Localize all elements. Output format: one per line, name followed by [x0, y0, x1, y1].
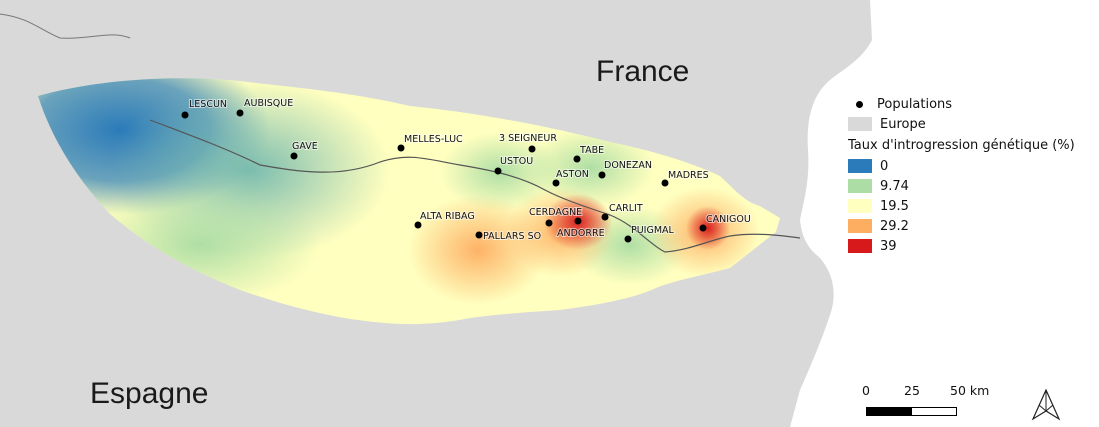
population-label-carlit: CARLIT [609, 203, 643, 214]
legend-class-2: 19.5 [848, 196, 1096, 216]
legend-swatch-1 [848, 179, 872, 193]
population-andorre[interactable]: ANDORRE [556, 217, 606, 240]
population-canigou[interactable]: CANIGOU [699, 213, 752, 232]
population-cerdagne[interactable]: CERDAGNE [528, 206, 583, 227]
population-aubisque[interactable]: AUBISQUE [236, 97, 294, 117]
legend-class-1: 9.74 [848, 176, 1096, 196]
population-label-melles-luc: MELLES-LUC [404, 134, 463, 145]
europe-swatch [848, 117, 872, 131]
population-label-donezan: DONEZAN [604, 160, 652, 171]
map-legend: Populations Europe Taux d'introgression … [848, 94, 1096, 256]
scale-tick-50: 50 km [950, 383, 990, 398]
legend-europe-label: Europe [880, 116, 926, 132]
population-alta-ribag[interactable]: ALTA RIBAG [414, 210, 476, 229]
population-melles-luc[interactable]: MELLES-LUC [397, 133, 464, 152]
population-label-pallars-so: PALLARS SO [483, 231, 541, 242]
population-label-ustou: USTOU [500, 156, 533, 167]
population-label-madres: MADRES [668, 170, 709, 181]
legend-europe: Europe [848, 114, 1096, 134]
population-carlit[interactable]: CARLIT [601, 202, 644, 221]
legend-swatch-0 [848, 159, 872, 173]
population-label-3-seigneur: 3 SEIGNEUR [499, 133, 557, 144]
legend-swatch-3 [848, 219, 872, 233]
scale-segment-dark [866, 407, 912, 416]
coastline [0, 13, 131, 39]
legend-gradient-title: Taux d'introgression génétique (%) [848, 137, 1075, 153]
legend-class-4: 39 [848, 236, 1096, 256]
legend-class-label-0: 0 [880, 158, 889, 174]
legend-populations-label: Populations [877, 96, 953, 112]
scale-tick-0: 0 [862, 383, 870, 398]
population-aston[interactable]: ASTON [552, 168, 590, 187]
country-label-france: France [596, 55, 689, 88]
population-label-tabe: TABE [579, 145, 604, 156]
border-line [149, 119, 801, 253]
scale-segment-light [911, 407, 957, 416]
population-lescun[interactable]: LESCUN [181, 98, 228, 119]
population-gave[interactable]: GAVE [290, 140, 319, 160]
legend-class-label-1: 9.74 [880, 178, 909, 194]
population-pallars-so[interactable]: PALLARS SO [475, 230, 542, 243]
population-point-icon [856, 100, 863, 108]
population-label-aston: ASTON [556, 169, 589, 180]
population-puigmal[interactable]: PUIGMAL [624, 224, 676, 243]
population-3-seigneur[interactable]: 3 SEIGNEUR [498, 132, 558, 153]
population-label-lescun: LESCUN [189, 99, 227, 110]
scale-bar: 0 25 50 km [858, 383, 998, 423]
population-madres[interactable]: MADRES [661, 169, 710, 187]
population-donezan[interactable]: DONEZAN [598, 159, 653, 179]
legend-swatch-4 [848, 239, 872, 253]
legend-swatch-2 [848, 199, 872, 213]
scale-tick-25: 25 [904, 383, 920, 398]
population-label-gave: GAVE [292, 141, 318, 152]
population-tabe[interactable]: TABE [573, 144, 605, 163]
legend-class-label-3: 29.2 [880, 218, 909, 234]
population-label-andorre: ANDORRE [557, 228, 605, 239]
population-label-aubisque: AUBISQUE [244, 98, 293, 109]
population-label-puigmal: PUIGMAL [631, 225, 675, 236]
population-label-alta-ribag: ALTA RIBAG [420, 211, 475, 222]
legend-class-3: 29.2 [848, 216, 1096, 236]
population-label-canigou: CANIGOU [706, 214, 751, 225]
population-markers: LESCUN AUBISQUE GAVE MELLES-LUC 3 SEIGNE… [181, 97, 752, 243]
country-label-espagne: Espagne [90, 377, 208, 410]
population-label-cerdagne: CERDAGNE [529, 207, 582, 218]
legend-class-label-4: 39 [880, 238, 897, 254]
north-arrow-icon [1031, 389, 1061, 421]
legend-populations: Populations [848, 94, 1096, 114]
population-ustou[interactable]: USTOU [494, 155, 534, 175]
legend-class-label-2: 19.5 [880, 198, 909, 214]
legend-class-0: 0 [848, 156, 1096, 176]
